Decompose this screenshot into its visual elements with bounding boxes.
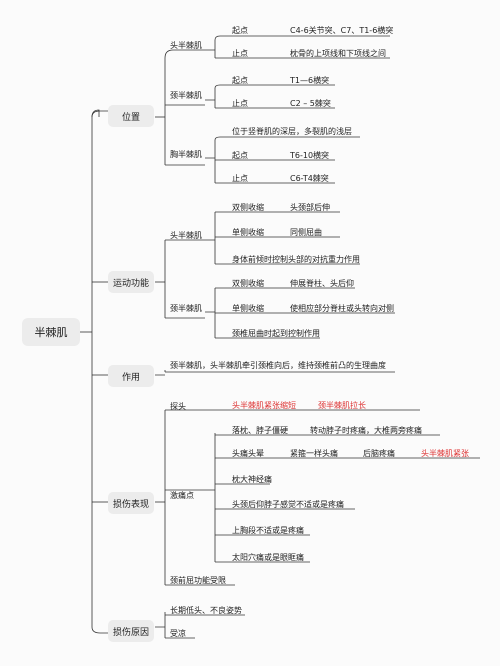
injury-pain-r1b: 转动脖子时疼痛，大椎两旁疼痛 xyxy=(310,426,422,435)
pos-chest-insertion: C6-T4棘突 xyxy=(290,174,329,183)
fn-head-unilateral-label: 单侧收缩 xyxy=(232,228,264,237)
fn-neck-unilateral-label: 单侧收缩 xyxy=(232,304,264,313)
pos-head-label: 头半棘肌 xyxy=(170,41,202,50)
pos-neck-origin: T1—6横突 xyxy=(290,76,330,85)
pos-head-insertion-label: 止点 xyxy=(232,49,248,58)
fn-head-unilateral: 同侧屈曲 xyxy=(290,228,322,237)
pos-chest-origin: T6-10横突 xyxy=(290,151,330,160)
injury-pain-r4: 头颈后仰脖子感觉不适或是疼痛 xyxy=(232,500,344,509)
cause-1: 长期低头、不良姿势 xyxy=(170,606,242,615)
injury-pain-r1: 落枕、脖子僵硬 xyxy=(232,426,288,435)
injury-flex: 颈前屈功能受限 xyxy=(170,576,226,585)
injury-pain-r3: 枕大神经痛 xyxy=(232,475,272,484)
pos-neck-insertion-label: 止点 xyxy=(232,99,248,108)
pos-chest-insertion-label: 止点 xyxy=(232,174,248,183)
fn-neck-bilateral-label: 双侧收缩 xyxy=(232,279,264,288)
branch-function: 运动功能 xyxy=(108,271,154,293)
fn-neck-note: 颈椎屈曲时起到控制作用 xyxy=(232,329,320,338)
fn-head-note: 身体前倾时控制头部的对抗重力作用 xyxy=(232,255,360,264)
injury-pain-r5: 上胸段不适或是疼痛 xyxy=(232,526,304,535)
injury-pain-r2c: 后脑疼痛 xyxy=(363,449,395,458)
fn-neck-unilateral: 使相应部分脊柱或头转向对侧 xyxy=(290,304,394,313)
pos-chest-note: 位于竖脊肌的深层，多裂肌的浅层 xyxy=(232,127,352,136)
injury-pain-r2d: 头半棘肌紧张 xyxy=(421,449,469,458)
pos-head-insertion: 枕骨的上项线和下项线之间 xyxy=(290,49,386,58)
injury-pain-r2: 头痛头晕 xyxy=(232,449,264,458)
pos-chest-label: 胸半棘肌 xyxy=(170,150,202,159)
branch-cause: 损伤原因 xyxy=(108,620,154,642)
fn-head-bilateral: 头颈部后伸 xyxy=(290,203,330,212)
injury-pain-r2b: 紧箍一样头痛 xyxy=(290,449,338,458)
pos-head-origin-label: 起点 xyxy=(232,26,248,35)
injury-pain-label: 激痛点 xyxy=(170,491,194,500)
branch-position: 位置 xyxy=(108,105,154,127)
cause-2: 受凉 xyxy=(170,629,186,638)
root-node: 半棘肌 xyxy=(22,318,80,346)
branch-role: 作用 xyxy=(108,365,154,387)
injury-probe-label: 探头 xyxy=(170,402,186,411)
pos-neck-label: 颈半棘肌 xyxy=(170,91,202,100)
role-text: 颈半棘肌，头半棘肌牵引颈椎向后，维持颈椎前凸的生理曲度 xyxy=(170,361,386,370)
injury-probe-b: 颈半棘肌拉长 xyxy=(318,401,366,410)
injury-pain-r6: 太阳穴痛或是眼眶痛 xyxy=(232,553,304,562)
fn-head-label: 头半棘肌 xyxy=(170,231,202,240)
fn-head-bilateral-label: 双侧收缩 xyxy=(232,203,264,212)
fn-neck-bilateral: 伸展脊柱、头后仰 xyxy=(290,279,354,288)
injury-probe-a: 头半棘肌紧张缩短 xyxy=(232,401,296,410)
pos-neck-insertion: C2 – 5棘突 xyxy=(290,99,331,108)
branch-injury: 损伤表现 xyxy=(108,492,154,514)
fn-neck-label: 颈半棘肌 xyxy=(170,304,202,313)
pos-head-origin: C4-6关节突、C7、T1-6横突 xyxy=(290,26,394,35)
pos-neck-origin-label: 起点 xyxy=(232,76,248,85)
pos-chest-origin-label: 起点 xyxy=(232,151,248,160)
